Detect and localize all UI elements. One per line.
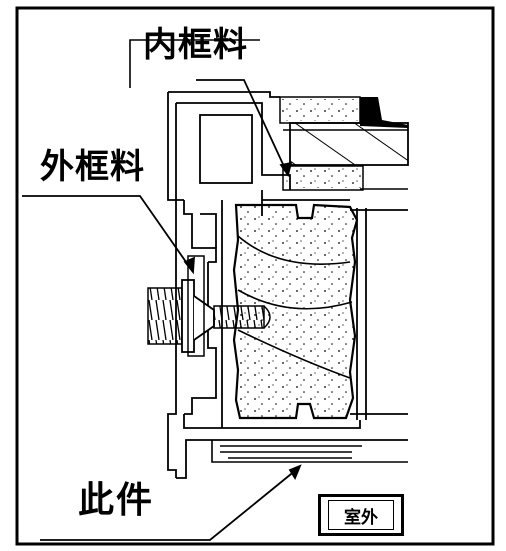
fixing-screw	[147, 255, 271, 357]
outdoor-label-box: 室外	[318, 494, 404, 536]
outdoor-label: 室外	[328, 500, 394, 530]
right-seal-strip	[350, 208, 408, 420]
outer-frame-profile	[167, 200, 408, 479]
outer-frame-label: 外框料	[40, 147, 145, 187]
leader-lines	[22, 79, 302, 541]
sill-part	[211, 440, 408, 463]
inner-frame-label-frame	[129, 39, 260, 88]
this-part-label: 此件	[78, 480, 155, 521]
diagram-border	[15, 6, 495, 546]
insulation-core	[232, 203, 359, 420]
top-glazing-assembly	[279, 96, 409, 191]
inner-frame-label: 内框料	[143, 25, 248, 65]
